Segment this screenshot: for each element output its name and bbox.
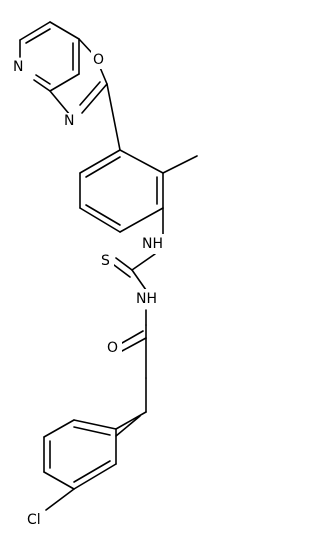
oxazole-nitrogen-label: N bbox=[64, 113, 74, 129]
bond bbox=[79, 207, 121, 233]
bond bbox=[106, 83, 121, 151]
bond bbox=[131, 253, 156, 271]
bond bbox=[162, 155, 198, 174]
bond bbox=[45, 488, 75, 511]
bond bbox=[121, 337, 147, 352]
bond bbox=[115, 411, 147, 430]
bond bbox=[78, 38, 93, 54]
chemical-structure-diagram: N O N NH S NH O Cl bbox=[12, 21, 198, 529]
bond bbox=[119, 207, 164, 233]
bond bbox=[19, 21, 51, 41]
bond bbox=[33, 79, 51, 92]
bond bbox=[73, 419, 117, 430]
bond bbox=[49, 90, 71, 116]
bond bbox=[115, 257, 133, 271]
thiourea-nh-2-label: NH bbox=[136, 291, 157, 307]
bond bbox=[115, 415, 141, 437]
bond bbox=[73, 426, 111, 436]
bonds bbox=[19, 21, 198, 511]
bond bbox=[49, 73, 80, 92]
bond bbox=[121, 330, 144, 344]
carbonyl-oxygen-label: O bbox=[107, 340, 118, 356]
bond bbox=[43, 471, 75, 490]
bond bbox=[113, 264, 131, 278]
bond bbox=[73, 463, 117, 490]
bond bbox=[119, 149, 164, 174]
bond bbox=[79, 149, 121, 174]
pyridine-nitrogen-label: N bbox=[13, 59, 23, 75]
oxazole-oxygen-label: O bbox=[93, 52, 104, 68]
bond bbox=[79, 81, 101, 106]
thione-sulfur-label: S bbox=[101, 253, 110, 269]
bond bbox=[49, 21, 80, 40]
bond bbox=[131, 269, 147, 291]
bond bbox=[43, 419, 75, 438]
bond bbox=[85, 156, 121, 178]
thiourea-nh-1-label: NH bbox=[142, 236, 163, 252]
bond bbox=[73, 460, 111, 483]
chlorine-label: Cl bbox=[27, 512, 41, 528]
bond bbox=[25, 28, 51, 44]
bond bbox=[85, 204, 121, 226]
atom-labels: N O N NH S NH O Cl bbox=[12, 51, 167, 529]
bond bbox=[35, 74, 51, 85]
bond bbox=[81, 83, 108, 114]
